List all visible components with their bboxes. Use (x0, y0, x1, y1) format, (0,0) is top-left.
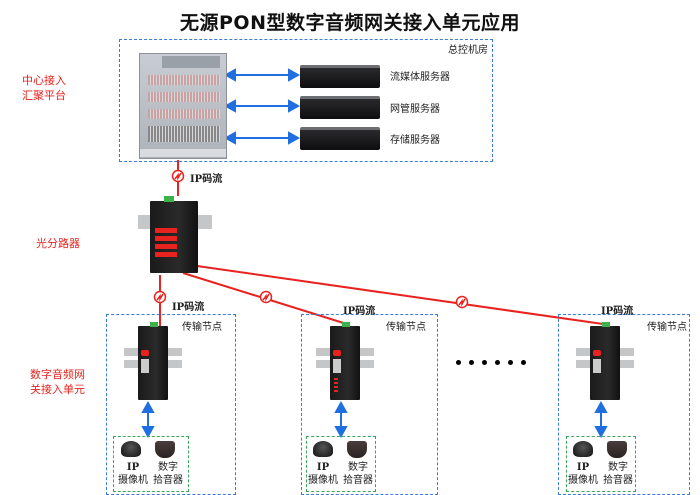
splitter-label: 光分路器 (36, 237, 80, 250)
ip-camera-icon (313, 441, 333, 457)
camera-label-3: IP 摄像机 (566, 461, 600, 487)
mic-label-3: 数字 拾音器 (600, 461, 636, 487)
audio-gateway-device-icon (576, 322, 634, 402)
camera-label-2-line-1: IP (316, 462, 330, 473)
audio-gateway-device-icon (124, 322, 182, 402)
ethernet-link-server-2 (223, 99, 301, 113)
camera-label-1-line-1: IP (126, 462, 140, 473)
audio-gateway-device-icon (316, 322, 374, 402)
mic-label-1-line-1: 数字 (158, 462, 178, 473)
ellipsis-dot (508, 360, 513, 365)
camera-label-3-line-2: 摄像机 (568, 475, 598, 486)
access-unit-label-line-2: 关接入单元 (30, 383, 85, 396)
camera-label-3-line-1: IP (576, 462, 590, 473)
camera-label-1: IP 摄像机 (116, 461, 150, 487)
fiber-break-icon (153, 290, 167, 304)
node-label-2: 传输节点 (386, 322, 426, 333)
center-platform-label-line-2: 汇聚平台 (22, 89, 66, 102)
fiber-link-node-3 (189, 264, 611, 326)
control-room-box (119, 39, 493, 162)
mic-label-2-line-2: 拾音器 (343, 475, 373, 486)
ellipsis-more-nodes (456, 360, 526, 365)
access-unit-label: 数字音频网 关接入单元 (30, 367, 85, 397)
microphone-icon (347, 441, 367, 458)
terminal-group-1 (113, 436, 189, 492)
ethernet-link-terminal-2 (334, 400, 348, 439)
ellipsis-dot (521, 360, 526, 365)
rack-server-icon (300, 96, 380, 119)
ip-stream-label-3: IP码流 (601, 306, 634, 317)
ellipsis-dot (482, 360, 487, 365)
ethernet-link-terminal-1 (141, 400, 155, 439)
ellipsis-dot (469, 360, 474, 365)
center-platform-label-line-1: 中心接入 (22, 74, 66, 87)
mic-label-3-line-2: 拾音器 (603, 475, 633, 486)
ip-stream-label-2: IP码流 (343, 306, 376, 317)
server-label-storage: 存储服务器 (390, 135, 440, 146)
camera-label-1-line-2: 摄像机 (118, 475, 148, 486)
server-label-management: 网管服务器 (390, 104, 440, 115)
ellipsis-dot (495, 360, 500, 365)
control-room-label: 总控机房 (448, 45, 488, 56)
camera-label-2: IP 摄像机 (306, 461, 340, 487)
optical-splitter-icon (138, 196, 212, 274)
ip-stream-label-center: IP码流 (190, 174, 223, 185)
mic-label-1: 数字 拾音器 (150, 461, 186, 487)
node-label-3: 传输节点 (647, 322, 687, 333)
ethernet-link-terminal-3 (594, 400, 608, 439)
node-label-1: 传输节点 (182, 322, 222, 333)
terminal-group-2 (306, 436, 376, 492)
fiber-break-icon (171, 169, 185, 183)
access-unit-label-line-1: 数字音频网 (30, 368, 85, 381)
ip-camera-icon (573, 441, 593, 457)
camera-label-2-line-2: 摄像机 (308, 475, 338, 486)
ellipsis-dot (456, 360, 461, 365)
mic-label-3-line-1: 数字 (608, 462, 628, 473)
olt-chassis-icon (139, 53, 227, 159)
ethernet-link-server-1 (223, 68, 301, 82)
mic-label-2-line-1: 数字 (348, 462, 368, 473)
mic-label-2: 数字 拾音器 (340, 461, 376, 487)
server-label-streaming: 流媒体服务器 (390, 72, 450, 83)
ip-camera-icon (121, 441, 141, 457)
fiber-break-icon (259, 290, 273, 304)
microphone-icon (155, 441, 175, 458)
diagram-title: 无源PON型数字音频网关接入单元应用 (180, 12, 520, 34)
ip-stream-label-1: IP码流 (172, 302, 205, 313)
center-platform-label: 中心接入 汇聚平台 (22, 73, 66, 103)
rack-server-icon (300, 65, 380, 88)
mic-label-1-line-2: 拾音器 (153, 475, 183, 486)
ethernet-link-server-3 (223, 131, 301, 145)
rack-server-icon (300, 127, 380, 150)
microphone-icon (607, 441, 627, 458)
terminal-group-3 (566, 436, 636, 492)
fiber-break-icon (455, 295, 469, 309)
